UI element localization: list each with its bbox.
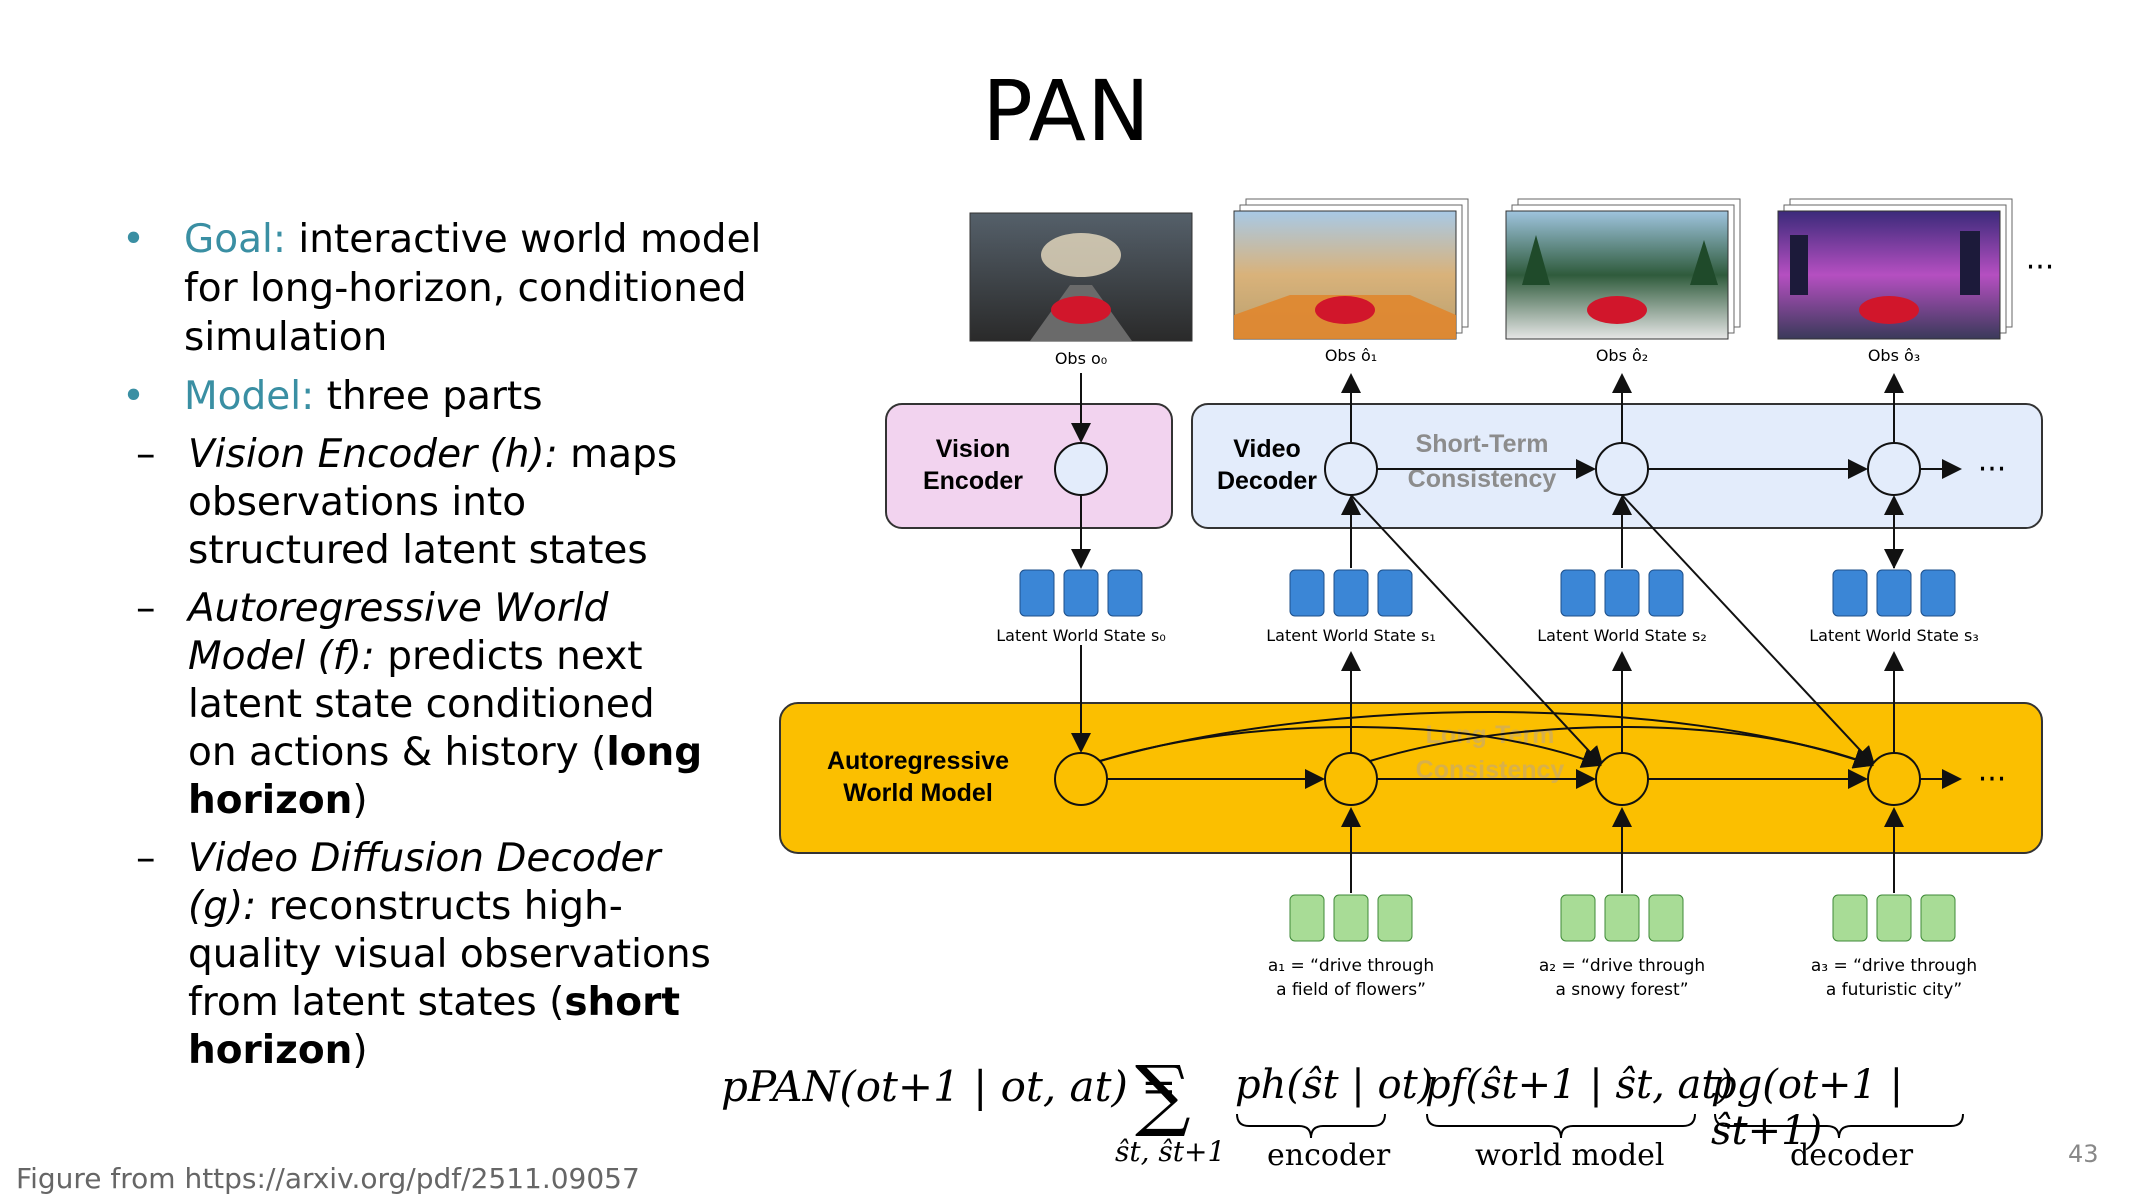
latent-state-2 xyxy=(1560,569,1684,617)
pan-formula: pPAN(ot+1 | ot, at) = ∑ ŝt, ŝt+1 ph(ŝt |… xyxy=(715,1050,2015,1180)
obs-label-1: Obs ô₁ xyxy=(1325,346,1377,365)
world-ellipsis: ··· xyxy=(1978,762,2007,797)
action-label-2a: a₂ = “drive through xyxy=(1539,956,1705,976)
formula-encoder-term: ph(ŝt | ot) xyxy=(1235,1062,1434,1108)
vision-encoder-label-2: Encoder xyxy=(923,467,1023,495)
figure-caption: Figure from https://arxiv.org/pdf/2511.0… xyxy=(16,1162,640,1195)
action-label-1a: a₁ = “drive through xyxy=(1268,956,1434,976)
action-label-3b: a futuristic city” xyxy=(1826,980,1962,1000)
sub1-text: maps observations into structured latent… xyxy=(188,432,678,573)
formula-label-decoder: decoder xyxy=(1790,1138,1914,1173)
formula-sum-subscript: ŝt, ŝt+1 xyxy=(1115,1135,1226,1168)
sub3-bold: short horizon xyxy=(188,980,680,1073)
action-2 xyxy=(1560,894,1684,942)
sub3-text: reconstructs high-quality visual observa… xyxy=(188,884,711,1025)
action-label-3a: a₃ = “drive through xyxy=(1811,956,1977,976)
action-1 xyxy=(1289,894,1413,942)
subbullet-dash: – xyxy=(136,586,156,631)
slide-title: PAN xyxy=(982,62,1151,160)
page-number: 43 xyxy=(2068,1140,2099,1168)
world-model-label-2: World Model xyxy=(843,779,993,807)
encoder-node xyxy=(1054,442,1108,496)
formula-sum-symbol: ∑ xyxy=(1135,1050,1191,1140)
sub3-title: Video Diffusion Decoder (g): xyxy=(188,836,661,929)
obs-image-3 xyxy=(1777,198,2013,340)
goal-text: interactive world model for long-horizon… xyxy=(184,217,762,360)
bullet-goal: • Goal: interactive world model for long… xyxy=(118,215,778,362)
sub3-end: ) xyxy=(352,1028,368,1073)
latent-label-1: Latent World State s₁ xyxy=(1266,626,1435,645)
goal-key: Goal: xyxy=(184,217,286,262)
subbullet-dash: – xyxy=(136,836,156,881)
obs-label-0: Obs o₀ xyxy=(1055,349,1107,368)
decoder-node-3 xyxy=(1867,442,1921,496)
world-node-1 xyxy=(1324,752,1378,806)
subbullet-encoder: – Vision Encoder (h): maps observations … xyxy=(52,431,712,575)
model-text: three parts xyxy=(314,374,543,419)
latent-label-2: Latent World State s₂ xyxy=(1537,626,1706,645)
bullet-dot: • xyxy=(122,374,146,419)
world-node-0 xyxy=(1054,752,1108,806)
sub2-bold: long horizon xyxy=(188,730,703,823)
sub2-text: predicts next latent state conditioned o… xyxy=(188,634,655,775)
formula-decoder-term: pg(ot+1 | ŝt+1) xyxy=(1711,1062,1904,1154)
world-model-label-1: Autoregressive xyxy=(827,747,1009,775)
action-label-1b: a field of flowers” xyxy=(1276,980,1426,1000)
sub1-title: Vision Encoder (h): xyxy=(188,432,558,477)
vision-encoder-label-1: Vision xyxy=(936,435,1011,463)
bullet-list: • Goal: interactive world model for long… xyxy=(118,215,778,1085)
latent-label-3: Latent World State s₃ xyxy=(1809,626,1978,645)
formula-world-term: pf(ŝt+1 | ŝt, at) xyxy=(1425,1062,1734,1108)
formula-label-world-model: world model xyxy=(1475,1138,1665,1173)
action-label-2b: a snowy forest” xyxy=(1555,980,1688,1000)
obs-label-2: Obs ô₂ xyxy=(1596,346,1648,365)
subbullet-world-model: – Autoregressive World Model (f): predic… xyxy=(52,585,712,825)
subbullet-decoder: – Video Diffusion Decoder (g): reconstru… xyxy=(52,835,712,1075)
latent-state-0 xyxy=(1019,569,1143,617)
sub2-end: ) xyxy=(352,778,368,823)
obs-image-1 xyxy=(1233,198,1469,340)
action-3 xyxy=(1832,894,1956,942)
architecture-diagram: ··· Obs o₀ Obs ô₁ Obs ô₂ Obs ô₃ Vision E… xyxy=(779,198,2055,1000)
obs-ellipsis: ··· xyxy=(2026,250,2055,285)
latent-state-1 xyxy=(1289,569,1413,617)
sub2-title: Autoregressive World Model (f): xyxy=(188,586,609,679)
bullet-model: • Model: three parts xyxy=(118,372,778,421)
pan-architecture-figure: ··· Obs o₀ Obs ô₁ Obs ô₂ Obs ô₃ Vision E… xyxy=(770,195,2060,1015)
obs-image-0 xyxy=(969,212,1193,342)
obs-image-2 xyxy=(1505,198,1741,340)
subbullet-dash: – xyxy=(136,432,156,477)
video-decoder-label-1: Video xyxy=(1233,435,1301,463)
latent-state-3 xyxy=(1832,569,1956,617)
formula-lhs: pPAN(ot+1 | ot, at) = xyxy=(721,1062,1177,1111)
formula-underbraces xyxy=(1236,1113,1964,1139)
formula-label-encoder: encoder xyxy=(1267,1138,1391,1173)
world-node-2 xyxy=(1595,752,1649,806)
video-decoder-label-2: Decoder xyxy=(1217,467,1317,495)
short-term-label-1: Short-Term xyxy=(1416,430,1549,458)
decoder-ellipsis: ··· xyxy=(1978,452,2007,487)
obs-label-3: Obs ô₃ xyxy=(1868,346,1920,365)
bullet-dot: • xyxy=(122,217,146,262)
model-key: Model: xyxy=(184,374,315,419)
decoder-node-2 xyxy=(1595,442,1649,496)
decoder-node-1 xyxy=(1324,442,1378,496)
vision-encoder-box xyxy=(885,403,1173,529)
world-node-3 xyxy=(1867,752,1921,806)
latent-label-0: Latent World State s₀ xyxy=(996,626,1165,645)
